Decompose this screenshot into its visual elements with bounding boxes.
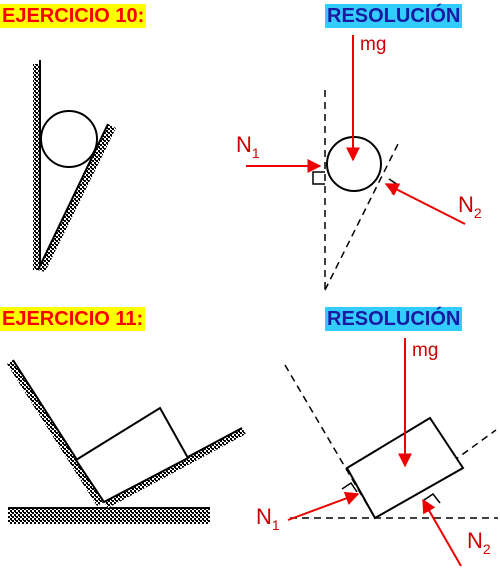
exercise-11-resolution-diagram: mg N1 N2: [256, 338, 498, 567]
right-angle-marker-1: [341, 481, 358, 493]
right-angle-marker-2: [423, 492, 441, 504]
exercise-10-title: EJERCICIO 10:: [0, 4, 147, 28]
normal-1-label: N1: [236, 132, 260, 161]
weight-label: mg: [360, 34, 386, 55]
normal-2-arrow: [384, 183, 466, 225]
block: [74, 406, 190, 504]
normal-2-label: N2: [458, 192, 482, 221]
block: [345, 416, 465, 520]
exercise-10-problem-diagram: [33, 60, 116, 272]
resolution-10-title: RESOLUCIÓN: [325, 4, 463, 28]
exercise-10-resolution-diagram: mg N1 N2: [236, 34, 482, 291]
right-incline-hatch: [104, 428, 246, 508]
sphere: [40, 110, 98, 168]
resolution-11-title: RESOLUCIÓN: [325, 307, 463, 331]
normal-2-label: N2: [467, 528, 491, 557]
incline-dashed-line: [324, 139, 401, 291]
exercise-11-title: EJERCICIO 11:: [0, 307, 146, 331]
left-incline-hatch: [7, 360, 104, 506]
normal-1-arrow: [287, 491, 360, 521]
floor-hatch: [8, 508, 210, 524]
exercise-11-problem-diagram: [7, 359, 246, 524]
right-angle-marker-1: [312, 171, 325, 185]
vertical-wall-hatch: [33, 64, 40, 270]
normal-1-label: N1: [256, 504, 280, 533]
inclined-wall-hatch: [38, 124, 116, 272]
normal-2-arrow: [422, 498, 462, 567]
weight-label: mg: [412, 340, 438, 361]
